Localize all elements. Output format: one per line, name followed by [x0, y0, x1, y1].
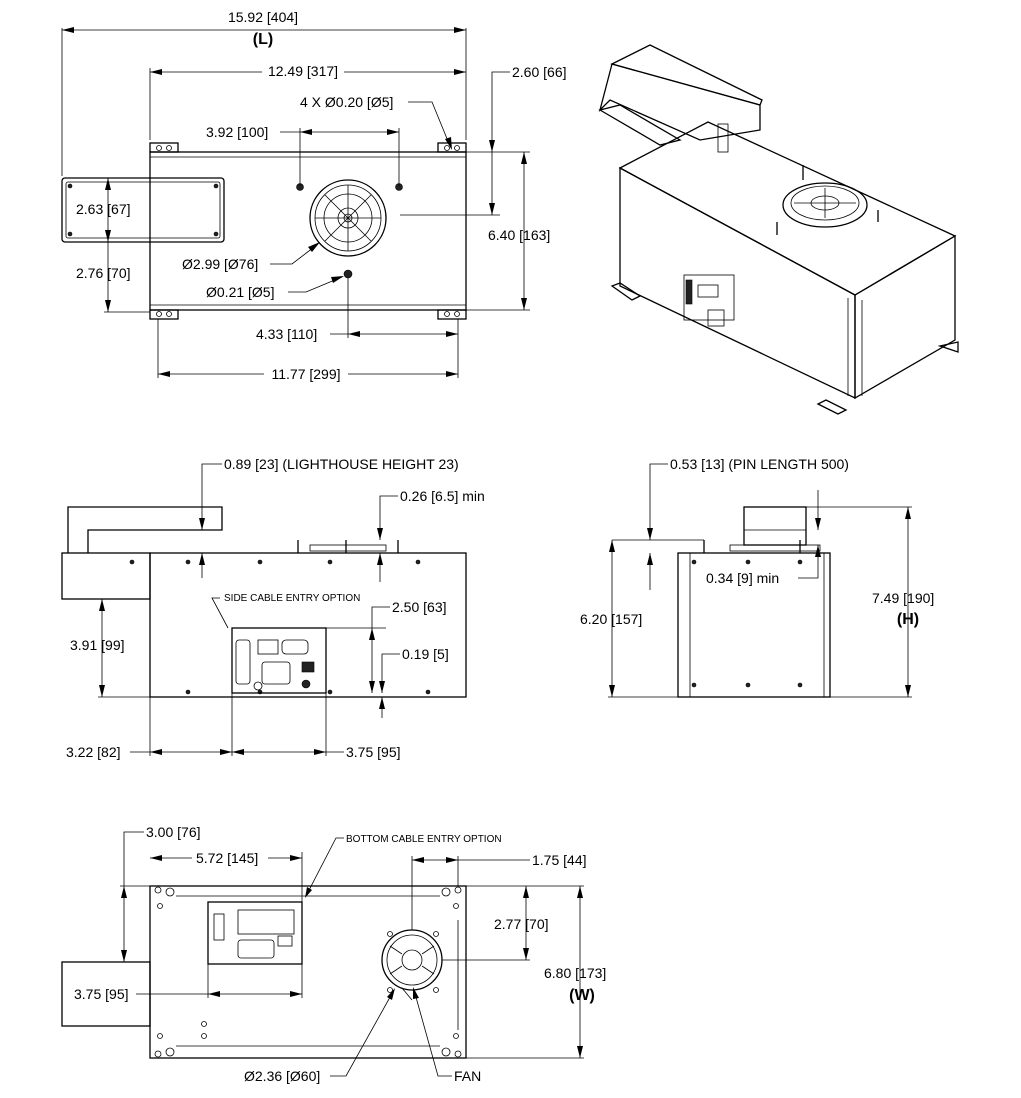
foot-tr — [437, 142, 467, 153]
dim-bottom-panel-x: 5.72 [145] — [196, 850, 258, 866]
dim-body-height: 6.20 [157] — [580, 611, 642, 627]
dim-panel-w: 3.75 [95] — [346, 744, 401, 760]
iso-front-face — [619, 166, 856, 400]
dim-hole-spacing: 3.92 [100] — [206, 124, 268, 140]
top-view: 15.92 [404] (L) 12.49 [317] 2.60 [66] 4 … — [61, 9, 567, 382]
dim-total-height: 7.49 [190] — [872, 590, 934, 606]
front-view: 0.89 [23] (LIGHTHOUSE HEIGHT 23) 0.26 [6… — [61, 456, 485, 760]
dim-body-depth: 6.40 [163] — [488, 227, 550, 243]
side-panel — [231, 627, 327, 694]
dim-length: 15.92 [404] — [228, 9, 298, 25]
dim-pin-length: 0.53 [13] (PIN LENGTH 500) — [670, 456, 849, 472]
bottom-panel — [207, 901, 303, 965]
dim-body-length: 12.49 [317] — [268, 63, 338, 79]
tag-width: (W) — [569, 987, 595, 1004]
dim-fan-offset-x: 1.75 [44] — [532, 852, 587, 868]
front-body — [149, 552, 467, 698]
foot-bl — [149, 309, 179, 320]
dim-arm-width: 2.63 [67] — [76, 201, 131, 217]
fan-graphic — [381, 929, 443, 993]
dim-bottom-offset-a: 3.00 [76] — [146, 824, 201, 840]
label-fan: FAN — [454, 1068, 481, 1084]
label-bottom-cable: BOTTOM CABLE ENTRY OPTION — [346, 834, 502, 845]
side-body — [677, 552, 831, 698]
dim-pin-offset: 4.33 [110] — [256, 326, 317, 342]
side-lighthouse — [743, 506, 807, 546]
top-body — [149, 151, 467, 311]
dim-panel-height: 2.50 [63] — [392, 599, 447, 615]
dim-lighthouse-dia: Ø2.99 [Ø76] — [182, 256, 258, 272]
lighthouse-top — [309, 179, 387, 257]
tag-length: (L) — [253, 31, 273, 48]
dim-fan-offset-y: 2.77 [70] — [494, 916, 549, 932]
dim-arm-height: 3.91 [99] — [70, 637, 125, 653]
side-view: 0.53 [13] (PIN LENGTH 500) 0.34 [9] min … — [580, 456, 934, 698]
dim-mount-holes: 4 X Ø0.20 [Ø5] — [300, 94, 393, 110]
iso-side-face — [854, 234, 956, 400]
bottom-view: 3.00 [76] BOTTOM CABLE ENTRY OPTION 5.72… — [61, 824, 606, 1084]
iso-top-face — [618, 121, 957, 296]
tag-height: (H) — [897, 611, 919, 628]
dim-pin-hole: Ø0.21 [Ø5] — [206, 284, 274, 300]
dim-foot-spacing: 11.77 [299] — [271, 366, 340, 382]
dim-lighthouse-height: 0.89 [23] (LIGHTHOUSE HEIGHT 23) — [224, 456, 459, 472]
bottom-body — [149, 885, 467, 1059]
top-arm — [61, 177, 225, 243]
foot-br — [437, 309, 467, 320]
dim-arm-offset: 2.76 [70] — [76, 265, 131, 281]
dim-bottom-panel-y: 3.75 [95] — [74, 986, 129, 1002]
dim-fan-dia: Ø2.36 [Ø60] — [244, 1068, 320, 1084]
label-side-cable: SIDE CABLE ENTRY OPTION — [224, 593, 360, 604]
dim-panel-x: 3.22 [82] — [66, 744, 121, 760]
isometric-view — [598, 44, 959, 415]
dim-panel-offset: 0.19 [5] — [402, 646, 449, 662]
dim-width: 6.80 [173] — [544, 965, 606, 981]
foot-tl — [149, 142, 179, 153]
front-arm — [61, 552, 151, 600]
dim-front-min-clear: 0.26 [6.5] min — [400, 488, 485, 504]
dim-offset-right: 2.60 [66] — [512, 64, 567, 80]
dim-side-min-clear: 0.34 [9] min — [706, 570, 779, 586]
